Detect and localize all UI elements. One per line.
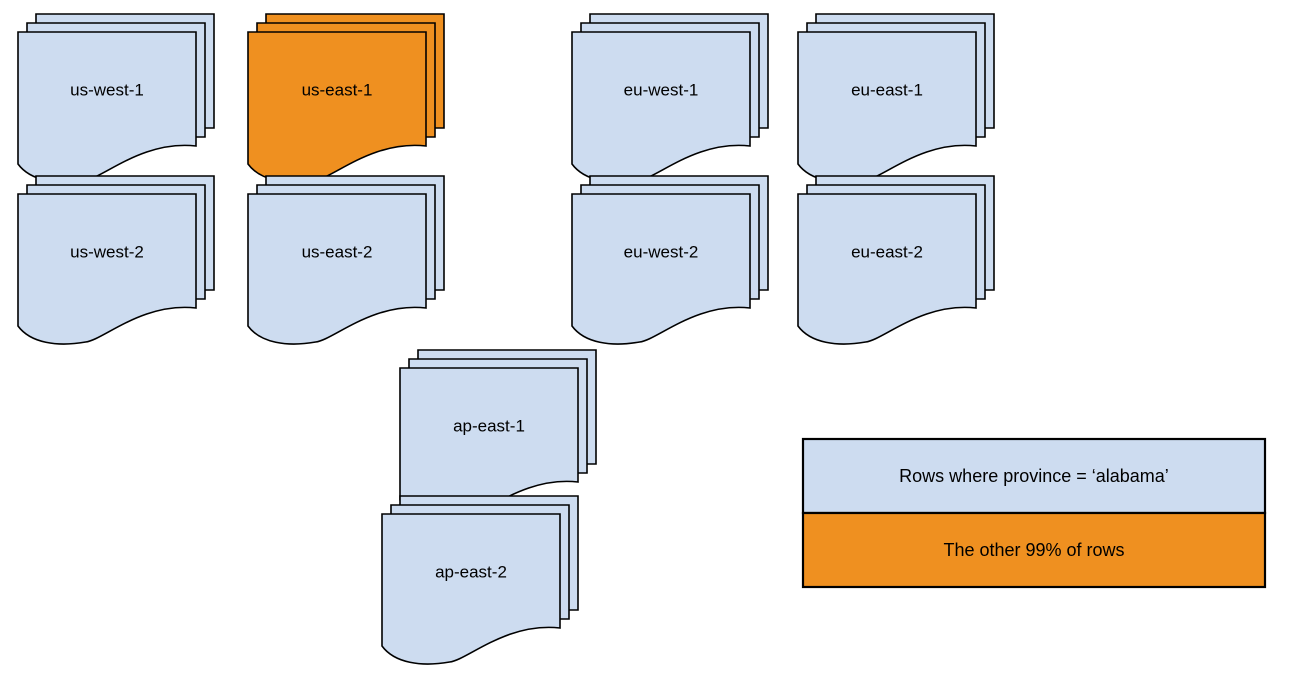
shard-label: eu-west-2 (624, 243, 699, 262)
shard-sheet-front (381, 513, 561, 665)
shard-stack-eu-west-1[interactable]: eu-west-1 (571, 13, 769, 183)
shard-stack-us-west-2[interactable]: us-west-2 (17, 175, 215, 345)
shard-stack-eu-west-2[interactable]: eu-west-2 (571, 175, 769, 345)
shard-label: eu-east-2 (851, 243, 923, 262)
shard-label: us-west-2 (70, 243, 144, 262)
legend-swatch (801, 437, 1267, 515)
legend-row-1: The other 99% of rows (801, 511, 1267, 589)
shard-sheet-front (571, 193, 751, 345)
legend-swatch (801, 511, 1267, 589)
shard-stack-eu-east-1[interactable]: eu-east-1 (797, 13, 995, 183)
shard-label: us-east-1 (302, 81, 373, 100)
shard-sheet-front (247, 31, 427, 183)
shard-sheet-front (797, 31, 977, 183)
shard-sheet-front (797, 193, 977, 345)
legend-row-0: Rows where province = ‘alabama’ (801, 437, 1267, 515)
shard-stack-ap-east-1[interactable]: ap-east-1 (399, 349, 597, 519)
shard-stack-us-east-2[interactable]: us-east-2 (247, 175, 445, 345)
shard-stack-ap-east-2[interactable]: ap-east-2 (381, 495, 579, 665)
shard-layer: us-west-1 us-east-1 eu-west-1 eu-east-1 us-w… (17, 13, 995, 665)
shard-stack-us-west-1[interactable]: us-west-1 (17, 13, 215, 183)
shard-label: us-east-2 (302, 243, 373, 262)
shard-label: us-west-1 (70, 81, 144, 100)
shard-label: eu-west-1 (624, 81, 699, 100)
legend: Rows where province = ‘alabama’ The other… (801, 437, 1267, 589)
shard-stack-eu-east-2[interactable]: eu-east-2 (797, 175, 995, 345)
legend-label: Rows where province = ‘alabama’ (899, 466, 1169, 486)
shard-sheet-front (571, 31, 751, 183)
shard-label: ap-east-2 (435, 563, 507, 582)
shard-sheet-front (17, 31, 197, 183)
shard-sheet-front (247, 193, 427, 345)
legend-label: The other 99% of rows (943, 540, 1124, 560)
shard-stack-us-east-1[interactable]: us-east-1 (247, 13, 445, 183)
shard-label: eu-east-1 (851, 81, 923, 100)
shard-sheet-front (17, 193, 197, 345)
shard-label: ap-east-1 (453, 417, 525, 436)
